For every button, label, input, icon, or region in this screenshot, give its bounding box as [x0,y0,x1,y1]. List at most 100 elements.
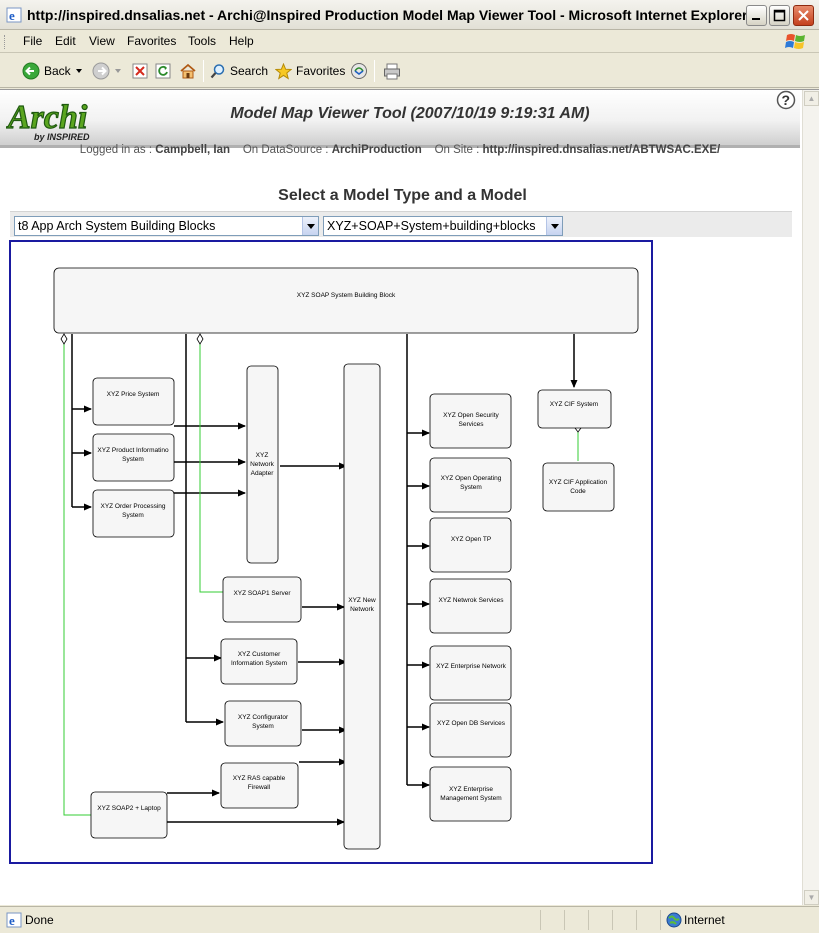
back-button[interactable]: Back [22,60,83,82]
block-entmgmt [429,766,512,822]
refresh-button[interactable] [155,60,171,82]
label-ras-1: XYZ RAS capable [233,775,286,782]
search-icon [210,64,225,79]
windows-logo-icon [785,34,805,49]
minimize-button[interactable] [746,5,767,26]
label-security-1: XYZ Open Security [443,412,499,419]
label-product-2: System [122,456,144,463]
toolbar: Back Search Favorites [0,54,819,88]
datasource-label: On DataSource : [242,144,329,156]
label-newnet-2: Network [350,606,375,613]
svg-text:e: e [9,8,15,23]
minimize-icon [752,18,760,20]
block-product [92,433,175,482]
browser-content: Archi by INSPIRED Model Map Viewer Tool … [0,89,819,905]
label-order-1: XYZ Order Processing [100,503,165,510]
block-opendb [429,702,512,758]
label-cifapp-2: Code [570,488,586,495]
label-adapter-3: Adapter [251,470,275,477]
label-opendb: XYZ Open DB Services [437,720,506,727]
home-button[interactable] [179,60,197,82]
stop-button[interactable] [132,60,148,82]
label-entmgmt-2: Management System [440,795,501,802]
label-ras-2: Firewall [248,784,271,791]
block-opentp [429,517,512,573]
block-order [92,489,175,538]
menu-edit[interactable]: Edit [55,34,76,48]
chevron-down-icon [75,69,82,73]
menu-help[interactable]: Help [229,34,254,48]
label-cif: XYZ CIF System [550,401,598,408]
forward-button[interactable] [92,60,122,82]
model-type-select[interactable]: t8 App Arch System Building Blocks [14,216,319,236]
label-security-2: Services [459,421,485,428]
session-info: Logged in as : Campbell, Ian On DataSour… [0,144,800,156]
back-arrow-icon [22,62,40,80]
label-price: XYZ Price System [107,391,160,398]
datasource-name: ArchiProduction [331,144,422,156]
vertical-scrollbar[interactable]: ▲ ▼ [802,90,819,905]
block-cifapp [542,462,615,512]
maximize-icon [773,9,786,22]
label-soap2: XYZ SOAP2 + Laptop [97,805,161,812]
user-name: Campbell, Ian [155,144,231,156]
status-bar: e Done Internet [0,906,819,933]
menu-tools[interactable]: Tools [188,34,217,48]
close-button[interactable] [793,5,814,26]
block-netservices [429,578,512,634]
site-label: On Site : [434,144,480,156]
label-customer-2: Information System [231,660,287,667]
label-product-1: XYZ Product Informatino [97,447,169,454]
block-configurator [224,700,302,747]
selector-bar: t8 App Arch System Building Blocks XYZ+S… [10,211,792,237]
svg-text:Archi: Archi [6,99,88,136]
chevron-down-icon[interactable] [546,217,562,235]
label-customer-1: XYZ Customer [238,651,281,658]
title-bar: e http://inspired.dnsalias.net - Archi@I… [0,0,819,30]
select-heading: Select a Model Type and a Model [278,187,527,204]
chevron-down-icon[interactable] [302,217,318,235]
label-newnet-1: XYZ New [348,597,376,604]
model-value: XYZ+SOAP+System+building+blocks [327,219,536,233]
label-configurator-1: XYZ Configurator [238,714,289,721]
block-soap1 [222,576,302,623]
status-text: Done [25,913,54,927]
svg-text:?: ? [782,92,791,108]
model-type-value: t8 App Arch System Building Blocks [18,219,216,233]
scroll-up-button[interactable]: ▲ [804,91,819,106]
label-soap1: XYZ SOAP1 Server [233,590,291,597]
block-cif [537,389,612,429]
model-select[interactable]: XYZ+SOAP+System+building+blocks [323,216,563,236]
print-button[interactable] [383,60,401,82]
media-icon [351,63,367,79]
block-operating [429,457,512,513]
scroll-down-button[interactable]: ▼ [804,890,819,905]
block-soap2 [90,791,168,839]
block-price [92,377,175,426]
search-label: Search [230,64,269,78]
menu-view[interactable]: View [89,34,115,48]
label-netservices: XYZ Netwrok Services [438,597,504,604]
help-icon[interactable]: ? [776,90,796,110]
menu-file[interactable]: File [23,34,43,48]
search-button[interactable]: Search [210,60,268,82]
ie-page-icon: e [6,7,22,23]
menu-favorites[interactable]: Favorites [127,34,177,48]
back-label: Back [44,64,71,78]
block-enterprise-net [429,645,512,701]
menu-grip [4,35,7,49]
label-adapter-1: XYZ [256,452,269,459]
favorites-button[interactable]: Favorites [275,60,345,82]
block-newnet [343,363,381,850]
forward-arrow-icon [92,62,110,80]
block-security [429,393,512,449]
label-adapter-2: Network [250,461,275,468]
chevron-down-icon [115,69,121,73]
label-configurator-2: System [252,723,274,730]
maximize-button[interactable] [769,5,790,26]
media-button[interactable] [350,60,368,82]
archi-logo: Archi by INSPIRED [6,98,90,142]
svg-text:by INSPIRED: by INSPIRED [34,132,90,142]
label-cifapp-1: XYZ CIF Application [549,479,608,486]
label-entmgmt-1: XYZ Enterprise [449,786,493,793]
